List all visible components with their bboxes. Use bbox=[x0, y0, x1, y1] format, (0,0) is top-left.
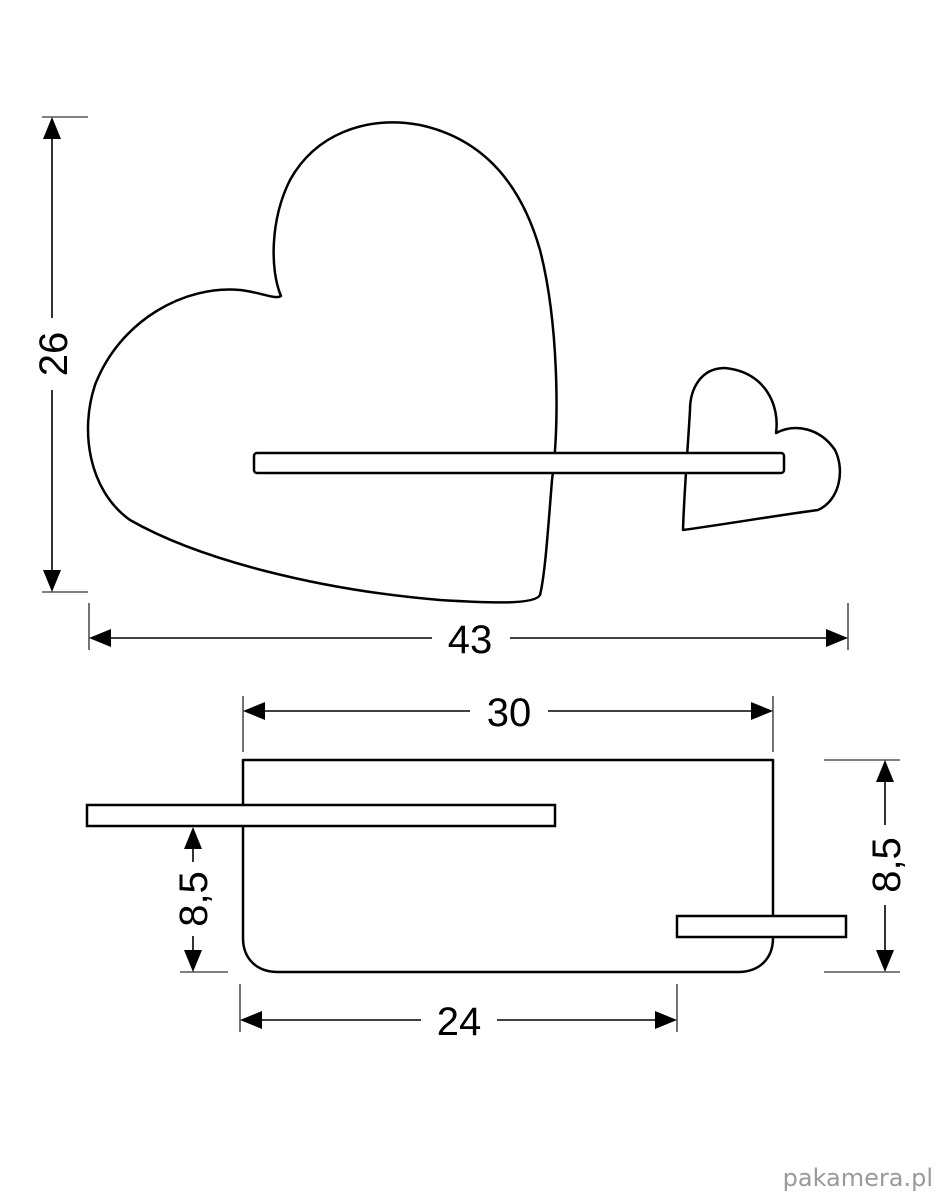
small-heart-outline bbox=[681, 366, 842, 532]
watermark: pakamera.pl bbox=[782, 1164, 933, 1192]
top-view-right-shelf bbox=[675, 914, 848, 939]
left-shelf-depth-label: 8,5 bbox=[172, 871, 216, 927]
top-view-left-shelf bbox=[85, 803, 557, 828]
front-view bbox=[86, 121, 842, 604]
top-width-label: 30 bbox=[487, 691, 532, 735]
dimension-bottom-width: 24 bbox=[239, 984, 678, 1044]
right-depth-label: 8,5 bbox=[865, 837, 909, 893]
dimension-right-depth: 8,5 bbox=[824, 759, 909, 973]
top-view-body bbox=[241, 758, 775, 974]
overall-width-label: 43 bbox=[448, 618, 493, 662]
dimension-overall-height: 26 bbox=[32, 116, 88, 593]
dimension-left-shelf-depth: 8,5 bbox=[172, 827, 228, 973]
bottom-width-label: 24 bbox=[437, 1000, 482, 1044]
top-view bbox=[85, 758, 848, 974]
dimension-top-width: 30 bbox=[242, 690, 774, 752]
dimension-overall-width: 43 bbox=[88, 603, 849, 662]
overall-height-label: 26 bbox=[32, 332, 76, 377]
large-heart-outline bbox=[86, 121, 558, 604]
front-shelf bbox=[252, 451, 786, 475]
